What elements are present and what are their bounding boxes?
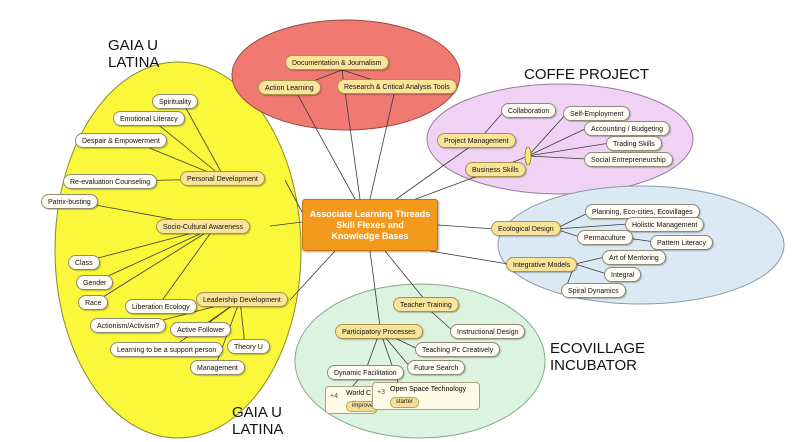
node-spirituality[interactable]: Spirituality [152,94,199,109]
node-sociocultural-awareness[interactable]: Socio-Cultural Awareness [156,219,251,234]
node-liberation-ecology[interactable]: Liberation Ecology [125,299,197,314]
node-art-of-mentoring[interactable]: Art of Mentoring [602,250,666,265]
world-cafe-label: World C [346,390,372,397]
node-trading[interactable]: Trading Skills [606,136,662,151]
zone-blue-ecological [497,185,785,305]
zone-red-documentation [231,19,461,131]
node-class[interactable]: Class [68,255,100,270]
node-collaboration[interactable]: Collaboration [501,103,557,118]
node-teaching-pc-creatively[interactable]: Teaching Pc Creatively [415,342,501,357]
node-participatory-processes[interactable]: Participatory Processes [335,324,423,339]
zone-label-gaia-bottom: GAIA U LATINA [232,404,284,438]
node-action-learning[interactable]: Action Learning [258,80,321,95]
card-world-cafe[interactable]: +4 World C improve [325,386,380,414]
connector-oval [524,146,532,166]
node-holistic-management[interactable]: Holistic Management [625,217,705,232]
node-spiral-dynamics[interactable]: Spiral Dynamics [561,283,626,298]
node-gender[interactable]: Gender [76,275,114,290]
node-leadership-development[interactable]: Leadership Development [196,292,288,307]
open-space-label: Open Space Technology [390,386,467,393]
node-teacher-training[interactable]: Teacher Training [393,297,459,312]
node-patrix-busting[interactable]: Patrix-busting [41,194,98,209]
node-pattern-literacy[interactable]: Pattern Literacy [650,235,714,250]
node-permaculture[interactable]: Permaculture [577,230,633,245]
node-management[interactable]: Management [190,360,245,375]
node-project-management[interactable]: Project Management [437,133,516,148]
node-support-person[interactable]: Learning to be a support person [110,342,224,357]
node-personal-development[interactable]: Personal Development [180,171,265,186]
node-despair-empowerment[interactable]: Despair & Empowerment [75,133,167,148]
node-social-entrepreneurship[interactable]: Social Entrepreneurship [584,152,673,167]
card-open-space[interactable]: +3 Open Space Technology starter [372,382,480,410]
node-research[interactable]: Research & Critical Analysis Tools [337,79,457,94]
zone-label-gaia-top: GAIA U LATINA [108,37,160,71]
central-line-2: Skill Flexes and [336,219,404,230]
node-actionism-activism[interactable]: Actionism/Activism? [90,318,167,333]
central-line-1: Associate Learning Threads [309,208,431,219]
central-line-3: Knowledge Bases [331,230,409,241]
node-business-skills[interactable]: Business Skills [465,162,526,177]
zone-label-ecovillage: ECOVILLAGE INCUBATOR [550,340,646,374]
node-ecological-design[interactable]: Ecological Design [491,221,561,236]
node-instructional-design[interactable]: Instructional Design [450,324,526,339]
node-integral[interactable]: Integral [604,267,642,282]
node-future-search[interactable]: Future Search [407,360,466,375]
node-active-follower[interactable]: Active Follower [170,322,232,337]
open-space-tag: starter [390,397,420,408]
node-dynamic-facilitation[interactable]: Dynamic Facilitation [327,365,404,380]
node-theory-u[interactable]: Theory U [227,339,270,354]
node-reevaluation-counseling[interactable]: Re-evaluation Counseling [63,174,158,189]
node-self-employment[interactable]: Self-Employment [563,106,631,121]
zone-label-coffe: COFFE PROJECT [524,66,650,83]
expand-count[interactable]: +4 [330,393,338,400]
node-integrative-models[interactable]: Integrative Models [506,257,578,272]
node-race[interactable]: Race [78,295,109,310]
node-documentation[interactable]: Documentation & Journalism [285,55,389,70]
central-topic[interactable]: Associate Learning Threads Skill Flexes … [302,199,438,251]
expand-count[interactable]: +3 [377,389,385,396]
node-emotional-literacy[interactable]: Emotional Literacy [113,111,185,126]
node-accounting[interactable]: Accounting / Budgeting [584,121,670,136]
